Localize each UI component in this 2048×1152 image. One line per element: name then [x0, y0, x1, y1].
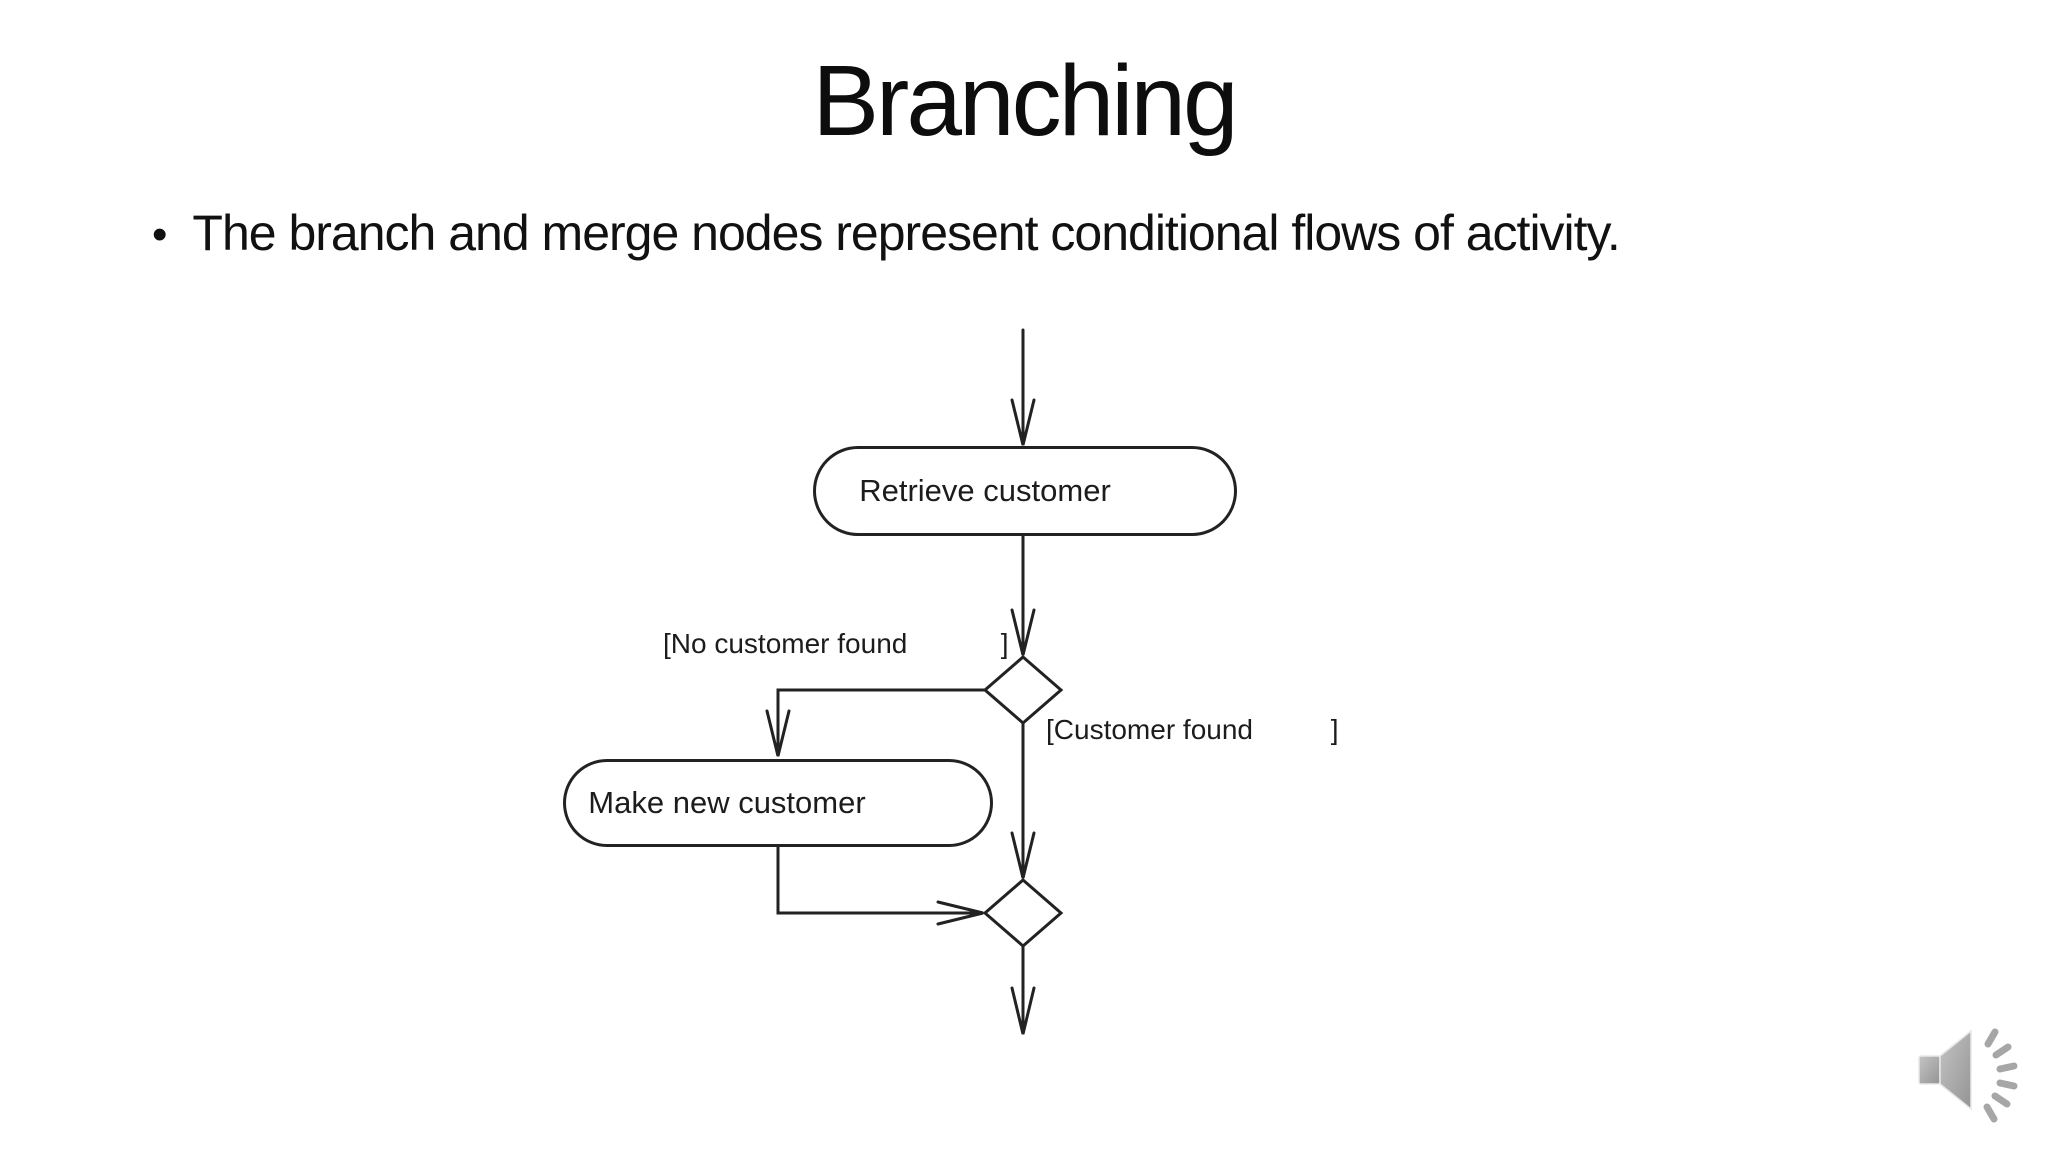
- make-new-in-arrowhead-icon: [765, 709, 791, 757]
- speaker-box: [1918, 1055, 1941, 1085]
- merge-left-arrowhead-icon: [936, 900, 984, 926]
- activity-node-make-new-customer: Make new customer: [563, 759, 993, 847]
- guard-label-no-customer-found: [No customer found ]: [663, 628, 1009, 659]
- branch-in-arrowhead-icon: [1010, 608, 1036, 656]
- bullet-line: • The branch and merge nodes represent c…: [152, 204, 1621, 266]
- bullet-marker: •: [152, 210, 167, 259]
- speaker-horn: [1939, 1029, 1972, 1111]
- audio-speaker-icon[interactable]: [1916, 1028, 2028, 1126]
- activity-node-label: Retrieve customer: [859, 473, 1111, 508]
- flow-make-new-to-merge: [776, 845, 984, 915]
- activity-node-retrieve-customer: Retrieve customer: [813, 446, 1237, 536]
- guard-label-customer-found: [Customer found ]: [1046, 714, 1339, 745]
- slide-title: Branching: [812, 45, 1238, 157]
- flow-branch-to-make-new: [776, 688, 987, 757]
- merge-in-arrowhead-icon: [1010, 831, 1036, 879]
- final-flow-arrowhead-icon: [1010, 986, 1036, 1035]
- merge-node-diamond: [982, 878, 1064, 948]
- bullet-text: The branch and merge nodes represent con…: [192, 205, 1620, 261]
- start-flow-arrowhead-icon: [1010, 398, 1036, 446]
- activity-node-label: Make new customer: [588, 785, 866, 820]
- sound-waves-icon: [1983, 1028, 2018, 1123]
